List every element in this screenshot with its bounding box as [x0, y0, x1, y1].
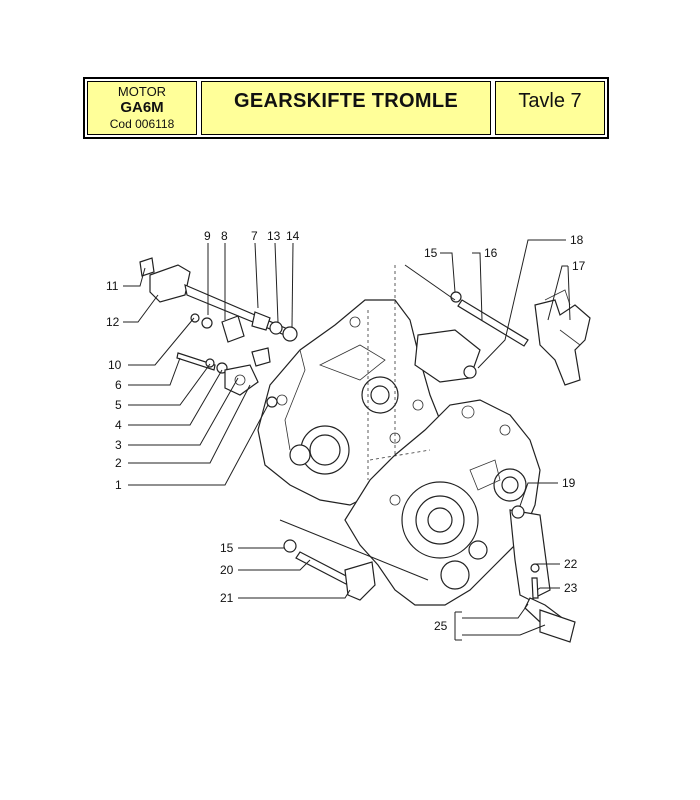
leader-lines [123, 239, 571, 641]
callout-5: 5 [115, 398, 122, 412]
callout-13: 13 [267, 229, 281, 243]
callout-25: 25 [434, 619, 448, 633]
callout-20: 20 [220, 563, 234, 577]
callout-19: 19 [562, 476, 576, 490]
callout-17: 17 [572, 259, 586, 273]
engine-model: GA6M [120, 99, 164, 116]
engine-info-cell: MOTOR GA6M Cod 006118 [87, 81, 197, 135]
shift-drum-assembly [414, 289, 591, 386]
callout-12: 12 [106, 315, 120, 329]
engine-code: Cod 006118 [109, 117, 175, 131]
plate-cell: Tavle 7 [495, 81, 605, 135]
crankcase-rear [257, 265, 441, 520]
shift-shaft-assembly [139, 257, 298, 408]
page-title: GEARSKIFTE TROMLE [234, 90, 458, 112]
callout-14: 14 [286, 229, 300, 243]
lower-fork-and-pedal [283, 505, 576, 643]
crankcase-front [344, 399, 541, 606]
callout-8: 8 [221, 229, 228, 243]
plate-number: Tavle 7 [518, 90, 582, 112]
callout-22: 22 [564, 557, 578, 571]
callout-18: 18 [570, 233, 584, 247]
callout-7: 7 [251, 229, 258, 243]
callout-labels: 9 8 7 13 14 15 16 18 17 11 12 10 6 5 4 3… [106, 229, 586, 633]
callout-3: 3 [115, 438, 122, 452]
callout-21: 21 [220, 591, 234, 605]
callout-6: 6 [115, 378, 122, 392]
callout-9: 9 [204, 229, 211, 243]
title-cell: GEARSKIFTE TROMLE [201, 81, 491, 135]
callout-15-upper: 15 [424, 246, 438, 260]
motor-label: MOTOR [117, 84, 167, 99]
callout-10: 10 [108, 358, 122, 372]
callout-1: 1 [115, 478, 122, 492]
callout-4: 4 [115, 418, 122, 432]
title-block: MOTOR GA6M Cod 006118 GEARSKIFTE TROMLE … [83, 77, 609, 139]
callout-15-lower: 15 [220, 541, 234, 555]
callout-2: 2 [115, 456, 122, 470]
callout-11: 11 [106, 279, 119, 293]
callout-23: 23 [564, 581, 578, 595]
callout-16: 16 [484, 246, 498, 260]
